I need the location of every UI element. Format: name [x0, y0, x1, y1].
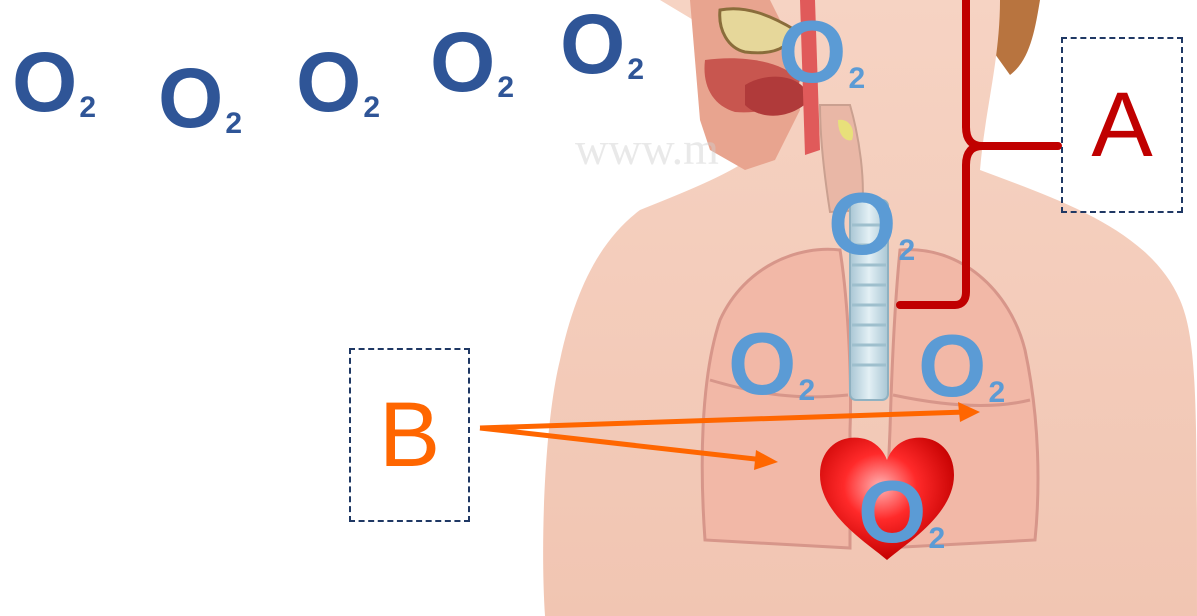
o2-molecule: O2 [430, 20, 514, 104]
label-b-box: B [349, 348, 470, 522]
o2-molecule: O2 [158, 56, 242, 140]
o2-molecule-trachea: O2 [828, 180, 915, 268]
label-a-box: A [1061, 37, 1183, 213]
o2-molecule: O2 [12, 40, 96, 124]
label-a: A [1091, 79, 1152, 171]
o2-molecule: O2 [296, 40, 380, 124]
watermark: www.m [575, 122, 719, 175]
o2-molecule: O2 [560, 2, 644, 86]
o2-molecule-heart: O2 [858, 468, 945, 556]
label-b: B [379, 389, 440, 481]
o2-molecule-mouth: O2 [778, 8, 865, 96]
o2-molecule-left-lung: O2 [728, 320, 815, 408]
o2-molecule-right-lung: O2 [918, 322, 1005, 410]
